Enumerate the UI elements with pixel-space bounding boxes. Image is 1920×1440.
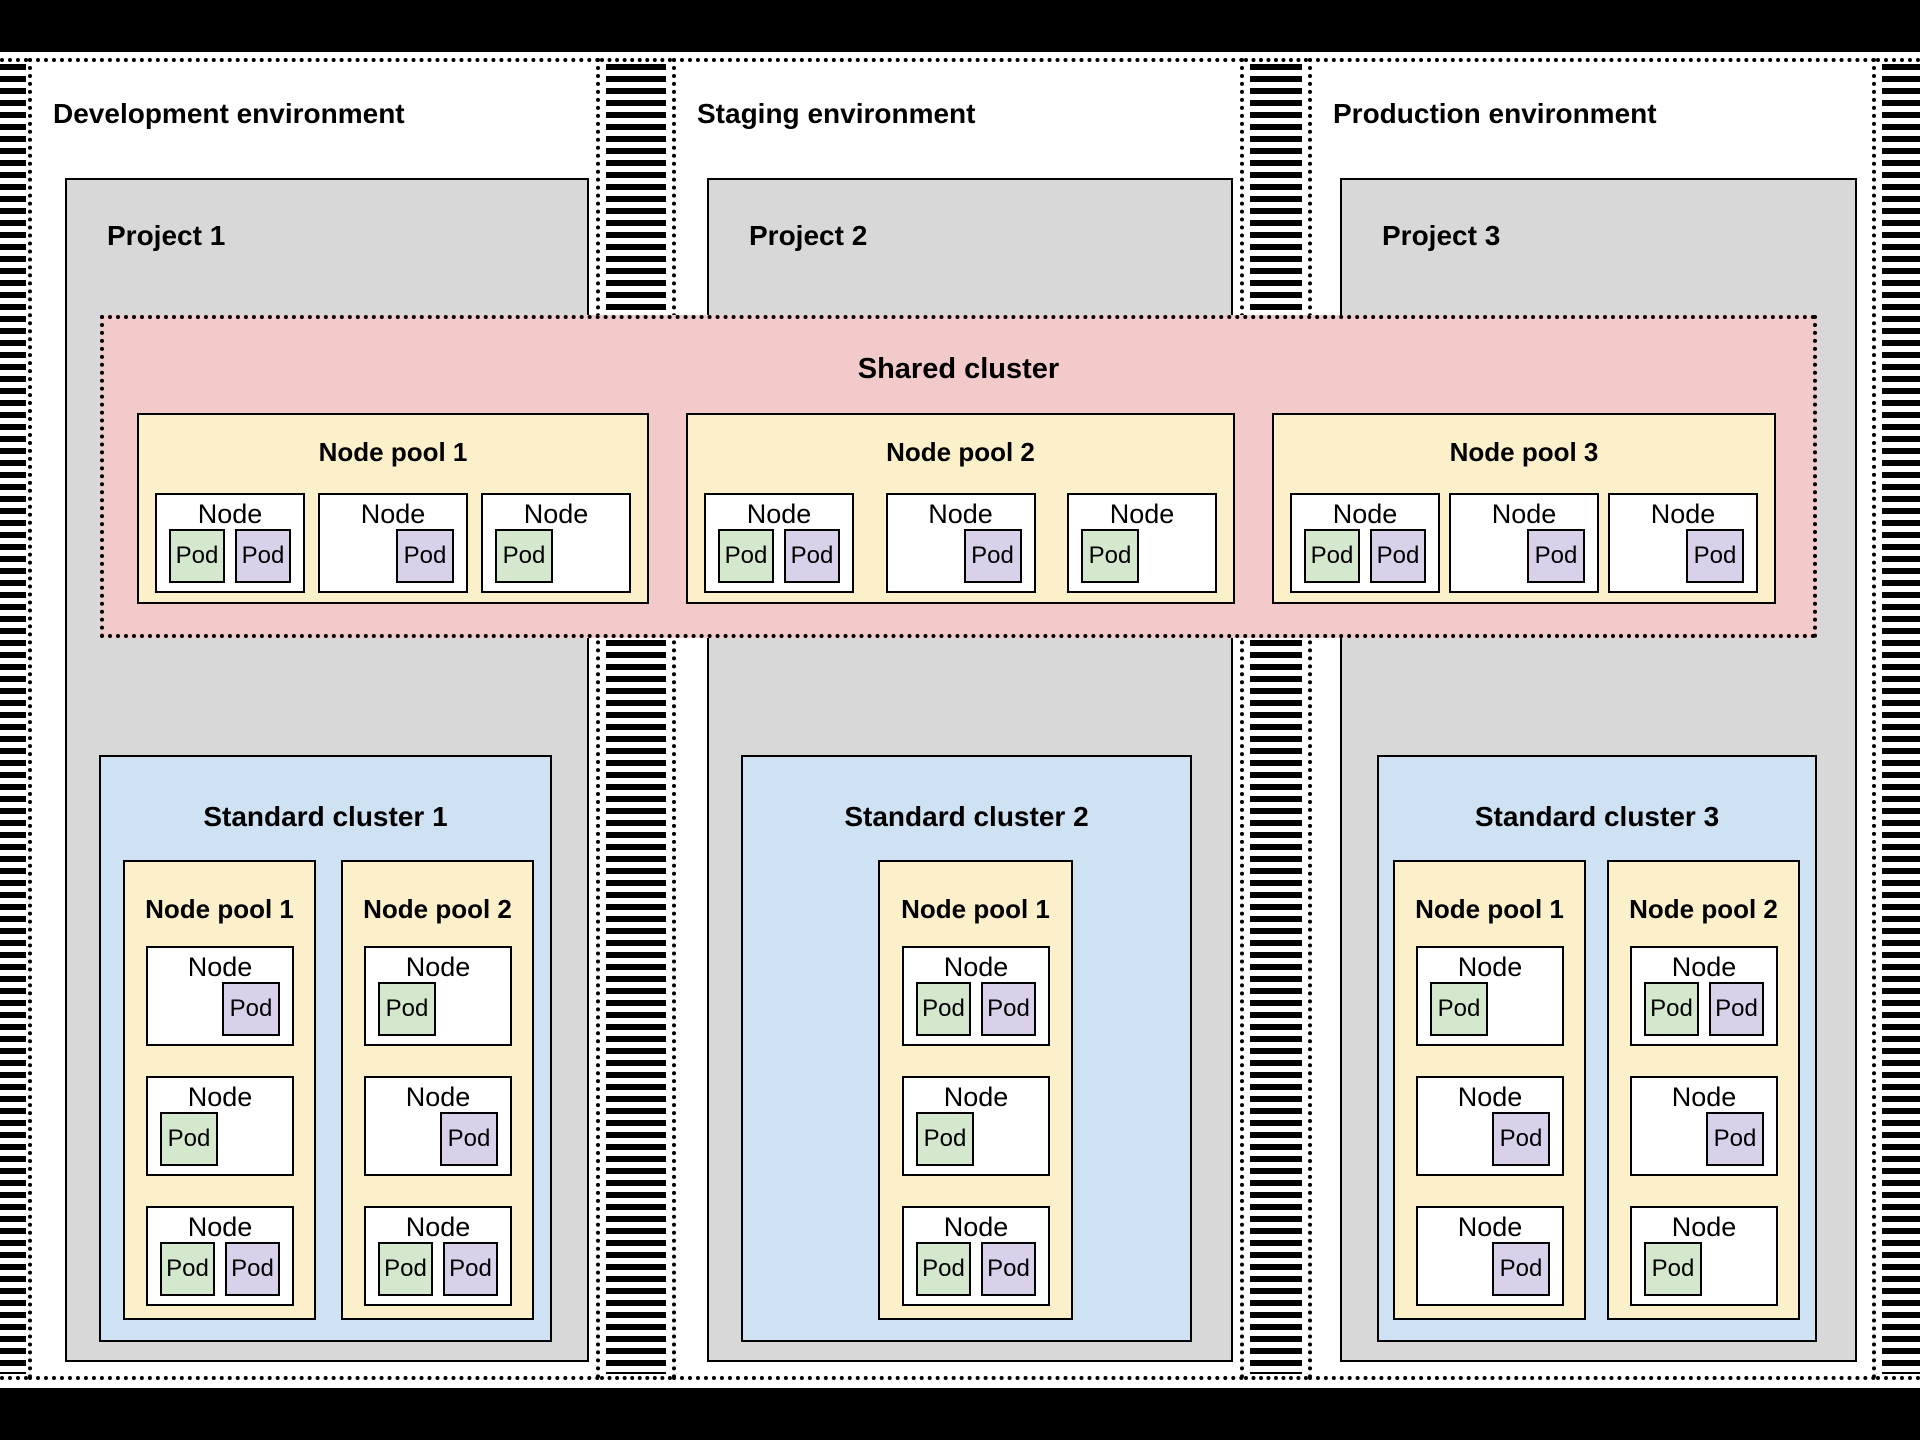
pod: Pod <box>1644 1242 1702 1296</box>
node-pool-title: Node pool 1 <box>318 437 468 467</box>
pod: Pod <box>443 1242 498 1296</box>
node-pool-title: Node pool 2 <box>363 894 512 924</box>
node: Node Pod <box>1630 1076 1778 1176</box>
pod: Pod <box>1492 1242 1550 1296</box>
pod: Pod <box>378 982 436 1036</box>
pod: Pod <box>235 529 291 583</box>
cluster-title: Standard cluster 2 <box>844 801 1089 832</box>
node: Node Pod <box>1416 1076 1564 1176</box>
standard-cluster-2: Standard cluster 2 Node pool 1 Node Pod … <box>741 755 1192 1342</box>
node-pool-title: Node pool 1 <box>145 894 294 924</box>
pod: Pod <box>784 529 840 583</box>
pod: Pod <box>1706 1112 1764 1166</box>
node: Node Pod <box>146 946 294 1046</box>
environment-label: Production environment <box>1333 98 1657 129</box>
pod: Pod <box>916 1112 974 1166</box>
pod: Pod <box>916 1242 971 1296</box>
node: Node Pod Pod <box>1290 493 1440 593</box>
hatched-separator <box>600 58 672 1380</box>
node-pool-title: Node pool 1 <box>1415 894 1564 924</box>
environment-production: Production environment Project 3 Standar… <box>1308 58 1876 1380</box>
diagram-canvas: Development environment Project 1 Standa… <box>0 52 1920 1388</box>
node-pool: Node pool 2 Node Pod Pod Node Pod <box>686 413 1235 604</box>
node: Node Pod Pod <box>364 1206 512 1306</box>
node: Node Pod <box>318 493 468 593</box>
node: Node Pod <box>885 493 1036 593</box>
pod: Pod <box>160 1112 218 1166</box>
project-label: Project 1 <box>107 220 226 251</box>
project-label: Project 3 <box>1382 220 1501 251</box>
project-label: Project 2 <box>749 220 868 251</box>
node: Node Pod <box>1416 1206 1564 1306</box>
node: Node Pod <box>481 493 631 593</box>
pod: Pod <box>160 1242 215 1296</box>
hatched-separator <box>1876 58 1920 1380</box>
pod: Pod <box>225 1242 280 1296</box>
node: Node Pod <box>364 1076 512 1176</box>
shared-cluster-title: Shared cluster <box>857 353 1060 385</box>
environment-label: Development environment <box>53 98 405 129</box>
pod: Pod <box>1527 529 1585 583</box>
node: Node Pod <box>1608 493 1758 593</box>
node-pool: Node pool 1 Node Pod Node Pod <box>123 860 316 1320</box>
standard-cluster-3: Standard cluster 3 Node pool 1 Node Pod … <box>1377 755 1817 1342</box>
pod: Pod <box>963 529 1022 583</box>
pod: Pod <box>1304 529 1360 583</box>
pod: Pod <box>222 982 280 1036</box>
node: Node Pod Pod <box>902 1206 1050 1306</box>
pod: Pod <box>1686 529 1744 583</box>
node: Node Pod <box>1067 493 1217 593</box>
pod: Pod <box>495 529 553 583</box>
pod: Pod <box>916 982 971 1036</box>
node-pool: Node pool 1 Node Pod Pod Node Pod <box>137 413 649 604</box>
standard-cluster-1: Standard cluster 1 Node pool 1 Node Pod … <box>99 755 552 1342</box>
node-pool-title: Node pool 3 <box>1449 437 1599 467</box>
pod: Pod <box>1370 529 1426 583</box>
node: Node Pod Pod <box>146 1206 294 1306</box>
hatched-separator <box>1244 58 1308 1380</box>
pod: Pod <box>169 529 225 583</box>
pod: Pod <box>718 529 774 583</box>
node: Node Pod Pod <box>1630 946 1778 1046</box>
pod: Pod <box>396 529 454 583</box>
pod: Pod <box>1492 1112 1550 1166</box>
pod: Pod <box>440 1112 498 1166</box>
cluster-title: Standard cluster 3 <box>1474 801 1720 832</box>
node-pool: Node pool 2 Node Pod Node Pod <box>341 860 534 1320</box>
shared-cluster-box: Shared cluster Node pool 1 Node Pod Pod … <box>100 315 1817 638</box>
pod: Pod <box>1709 982 1764 1036</box>
environment-staging: Staging environment Project 2 Standard c… <box>672 58 1244 1380</box>
node: Node Pod Pod <box>902 946 1050 1046</box>
node-pool: Node pool 1 Node Pod Pod Node Pod <box>878 860 1073 1320</box>
node-pool-title: Node pool 2 <box>886 437 1035 467</box>
node-pool: Node pool 2 Node Pod Pod Node Pod <box>1607 860 1800 1320</box>
pod: Pod <box>1644 982 1699 1036</box>
cluster-title: Standard cluster 1 <box>203 801 448 832</box>
hatched-separator <box>0 58 28 1380</box>
environment-development: Development environment Project 1 Standa… <box>28 58 600 1380</box>
node-pool-title: Node pool 1 <box>901 894 1050 924</box>
environment-label: Staging environment <box>697 98 976 129</box>
pod: Pod <box>378 1242 433 1296</box>
node: Node Pod <box>1416 946 1564 1046</box>
pod: Pod <box>1081 529 1139 583</box>
node: Node Pod <box>1449 493 1599 593</box>
node: Node Pod <box>1630 1206 1778 1306</box>
node-pool-title: Node pool 2 <box>1629 894 1778 924</box>
node: Node Pod Pod <box>155 493 305 593</box>
node-pool: Node pool 3 Node Pod Pod Node Pod <box>1272 413 1776 604</box>
pod: Pod <box>981 1242 1036 1296</box>
pod: Pod <box>1430 982 1488 1036</box>
node: Node Pod <box>146 1076 294 1176</box>
pod: Pod <box>981 982 1036 1036</box>
node: Node Pod Pod <box>704 493 854 593</box>
node-pool: Node pool 1 Node Pod Node Pod <box>1393 860 1586 1320</box>
node: Node Pod <box>364 946 512 1046</box>
node: Node Pod <box>902 1076 1050 1176</box>
